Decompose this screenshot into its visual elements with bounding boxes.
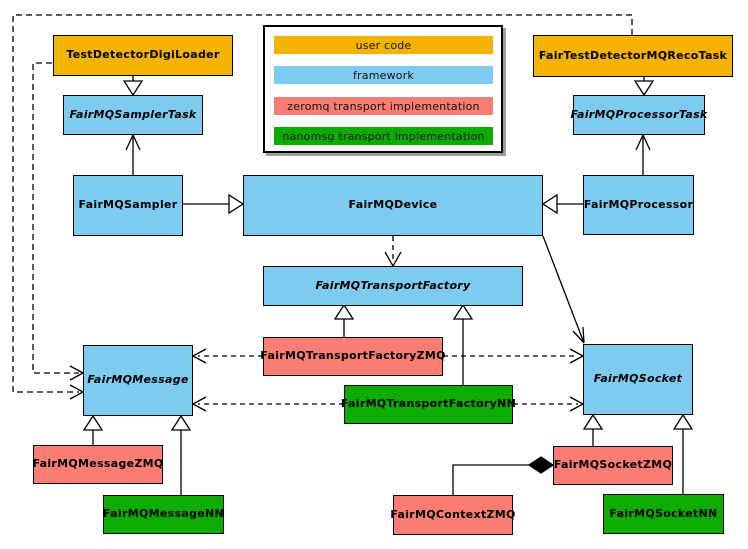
node-fairmqtransportfactory: FairMQTransportFactory [263,266,523,306]
node-fairmqprocessor: FairMQProcessor [583,175,694,235]
node-fairmqmessage: FairMQMessage [83,345,193,416]
legend-label: user code [355,38,412,52]
edge-contextzmq-socketzmq [452,456,555,495]
legend-item-nanomsg: nanomsg transport implementation [274,127,493,145]
legend-label: framework [352,68,415,82]
node-fairmqmessagezmq: FairMQMessageZMQ [32,445,163,484]
legend-label: nanomsg transport implementation [282,129,485,143]
legend-item-user-code: user code [274,36,493,54]
edge-digiloader-samplertask [122,75,144,97]
edge-recotask-message [12,14,633,400]
node-fairmqcontextzmq: FairMQContextZMQ [390,495,515,535]
edge-digiloader-message [32,62,84,381]
node-fairmqsampler: FairMQSampler [73,175,183,236]
edge-factoryzmq-factory [333,303,355,337]
node-fairmqsocketnn: FairMQSocketNN [603,494,724,534]
legend-label: zeromq transport implementation [287,99,480,113]
edge-factorynn-message [192,396,344,412]
node-fairmqsocket: FairMQSocket [583,344,693,415]
legend-item-zeromq: zeromq transport implementation [274,97,493,115]
node-fairmqdevice: FairMQDevice [243,175,543,236]
edge-device-transportfactory [384,236,402,267]
edge-processor-device [541,193,583,215]
node-fairmqprocessortask: FairMQProcessorTask [570,95,707,135]
edge-socketzmq-socket [582,413,604,446]
edge-recotask-processortask [633,77,655,97]
edge-messagezmq-message [82,414,104,445]
node-testdetectordigiloader: TestDetectorDigiLoader [53,35,233,76]
edge-sampler-device [183,193,245,215]
legend: user code framework zeromq transport imp… [263,25,503,153]
node-fairmqsamplertask: FairMQSamplerTask [63,95,203,135]
edge-processor-processortask [635,134,651,175]
edge-sampler-samplertask [125,134,141,175]
edge-factorynn-factory [452,303,474,385]
legend-item-framework: framework [274,66,493,84]
node-fairmqtransportfactoryzmq: FairMQTransportFactoryZMQ [260,337,445,376]
node-fairmqmessagenn: FairMQMessageNN [103,495,224,534]
node-fairmqtransportfactorynn: FairMQTransportFactoryNN [341,385,516,424]
edge-device-socket [542,235,585,344]
node-fairmqsocketzmq: FairMQSocketZMQ [553,446,673,485]
node-fairtestdetectormqrecotask: FairTestDetectorMQRecoTask [533,35,733,77]
edge-factoryzmq-message [192,348,263,364]
edge-factoryzmq-socket [443,348,584,364]
edge-factorynn-socket [513,396,584,412]
edge-socketnn-socket [672,413,694,494]
edge-messagenn-message [170,414,192,495]
